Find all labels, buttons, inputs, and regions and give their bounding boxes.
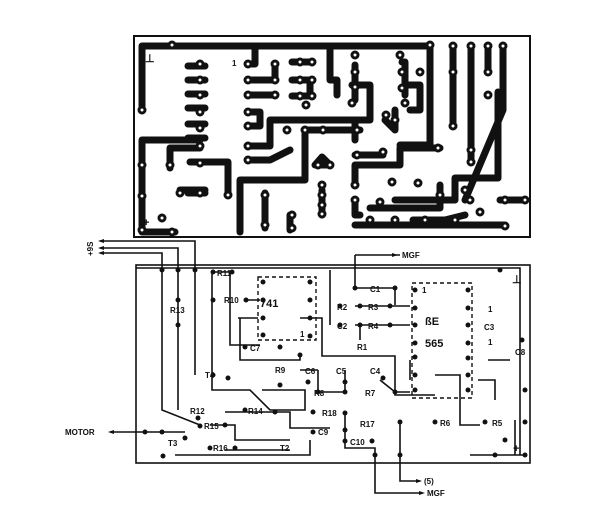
label-r9: R9 — [275, 366, 286, 375]
label-c5: C5 — [336, 367, 347, 376]
ic-565-number: 565 — [425, 338, 443, 350]
label-r14: R14 — [248, 407, 263, 416]
ic-565-outline — [411, 282, 473, 399]
label-c3-mark-bottom: 1 — [488, 338, 493, 347]
pcb-pads — [137, 40, 530, 237]
label-r6: R6 — [440, 419, 451, 428]
label-r15: R15 — [204, 422, 219, 431]
motor-label: MOTOR — [65, 428, 95, 437]
component-labels: R1 R2 R3 R4 R5 R6 R7 R8 R9 R10 R11 R12 R… — [168, 269, 526, 453]
ic-741-pin1: 1 — [300, 330, 305, 339]
label-r16: R16 — [213, 444, 228, 453]
label-r10: R10 — [224, 296, 239, 305]
label-c8: C8 — [515, 348, 526, 357]
label-c1: C1 — [370, 285, 381, 294]
label-t2: T2 — [280, 444, 290, 453]
pcb-layout: ⊥ + 1 — [133, 35, 531, 238]
label-r1: R1 — [357, 343, 368, 352]
pcb-border — [133, 35, 531, 238]
label-r3: R3 — [368, 303, 379, 312]
label-c4: C4 — [370, 367, 381, 376]
label-r18: R18 — [322, 409, 337, 418]
pcb-traces — [138, 42, 529, 236]
label-t3: T3 — [168, 439, 178, 448]
label-c7: C7 — [250, 344, 261, 353]
label-c6: C6 — [305, 367, 316, 376]
pcb-pin1-label: 1 — [232, 59, 237, 68]
pin5-label: (5) — [424, 477, 434, 486]
solder-nodes — [142, 267, 528, 459]
supply-labels: +9S — [86, 241, 95, 256]
board-outline — [135, 264, 531, 464]
plus-symbol: + — [513, 443, 519, 455]
component-layout: +9S 741 1 ßE 565 1 R1 R2 R3 R4 R5 R6 R7 … — [65, 239, 531, 498]
label-r2: R2 — [337, 303, 348, 312]
label-r13: R13 — [170, 306, 185, 315]
label-c9: C9 — [318, 428, 329, 437]
label-c2: C2 — [337, 322, 348, 331]
label-r17: R17 — [360, 420, 375, 429]
label-c3-mark-top: 1 — [488, 305, 493, 314]
ic-741-label: 741 — [260, 298, 278, 310]
label-r7: R7 — [365, 389, 376, 398]
label-t4: T4 — [205, 371, 215, 380]
label-c3: C3 — [484, 323, 495, 332]
label-r12: R12 — [190, 407, 205, 416]
ic-565-pin1: 1 — [422, 286, 427, 295]
mgf-top-label: MGF — [402, 251, 420, 260]
label-r5: R5 — [492, 419, 503, 428]
label-r11: R11 — [217, 269, 232, 278]
ground-symbol: ⊥ — [512, 274, 522, 286]
pcb-plus-symbol: + — [143, 217, 149, 229]
label-c10: C10 — [350, 438, 365, 447]
label-r8: R8 — [314, 389, 325, 398]
ic-565-label: ßE — [425, 316, 439, 328]
mgf-bottom-label: MGF — [427, 489, 445, 498]
label-r4: R4 — [368, 322, 379, 331]
arrows — [98, 239, 425, 495]
ic-741-outline — [257, 276, 317, 341]
pcb-ground-symbol: ⊥ — [145, 53, 155, 65]
